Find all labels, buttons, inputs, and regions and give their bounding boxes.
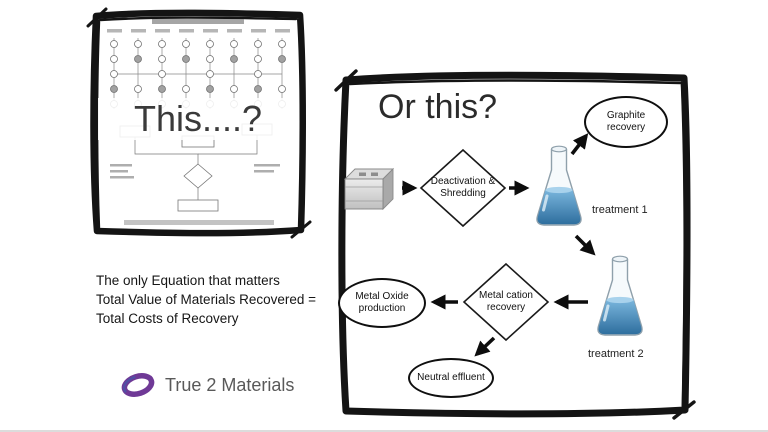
purple-ring-icon bbox=[121, 373, 155, 397]
right-panel-title: Or this? bbox=[378, 88, 498, 126]
this-panel: This....? bbox=[84, 6, 312, 240]
treatment-2-label: treatment 2 bbox=[588, 348, 644, 360]
diamond-shape-icon bbox=[462, 262, 550, 342]
output-neutral-effluent: Neutral effluent bbox=[408, 358, 494, 398]
or-this-panel: Or this? Deactivation & bbox=[330, 66, 700, 424]
equation-text: The only Equation that matters Total Val… bbox=[96, 271, 316, 328]
diamond-shape-icon bbox=[419, 148, 507, 228]
logo-text: True 2 Materials bbox=[165, 374, 295, 395]
node-label: Metal cation recovery bbox=[479, 290, 533, 313]
node-label: Deactivation & Shredding bbox=[430, 176, 496, 199]
company-logo: True 2 Materials bbox=[118, 368, 294, 402]
sketch-border-icon bbox=[86, 7, 312, 239]
flask-treatment-1-icon bbox=[533, 144, 585, 232]
slide-bottom-edge bbox=[0, 430, 768, 432]
flask-treatment-2-icon bbox=[594, 254, 646, 342]
mini-flowchart-graphic bbox=[107, 19, 290, 225]
process-deactivation-shredding: Deactivation & Shredding bbox=[419, 148, 507, 228]
node-label: Graphite recovery bbox=[606, 110, 646, 133]
left-panel-title: This....? bbox=[98, 98, 298, 140]
battery-module-icon bbox=[340, 166, 398, 211]
output-graphite-recovery: Graphite recovery bbox=[584, 96, 668, 148]
equation-line-2: Total Value of Materials Recovered = bbox=[96, 292, 316, 307]
equation-line-3: Total Costs of Recovery bbox=[96, 311, 239, 326]
equation-line-1: The only Equation that matters bbox=[96, 273, 280, 288]
process-metal-cation-recovery: Metal cation recovery bbox=[462, 262, 550, 342]
node-label: Neutral effluent bbox=[417, 372, 485, 383]
output-metal-oxide-production: Metal Oxide production bbox=[338, 278, 426, 328]
node-label: Metal Oxide production bbox=[355, 291, 409, 314]
treatment-1-label: treatment 1 bbox=[592, 204, 648, 216]
